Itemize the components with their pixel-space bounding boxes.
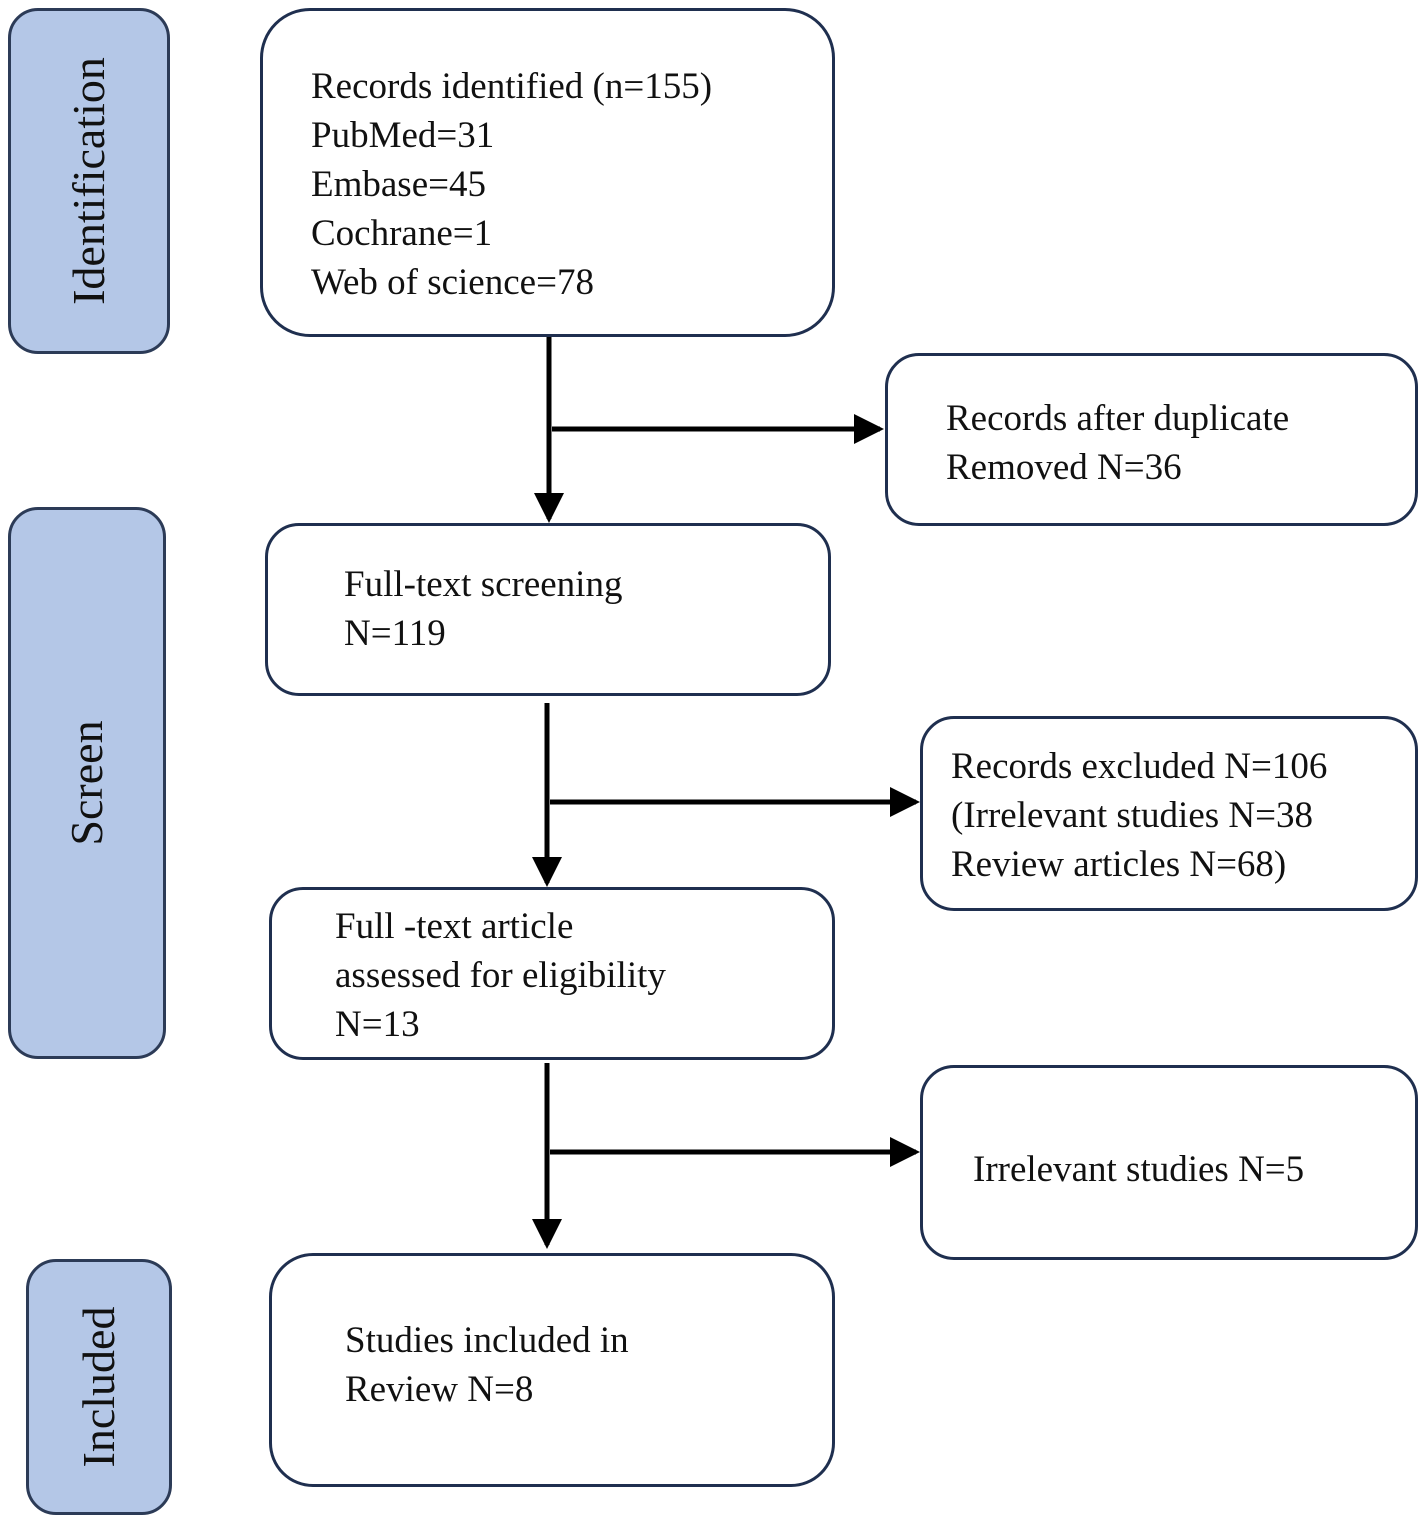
stage-identification: Identification bbox=[8, 8, 170, 354]
eligibility-line-1: Full -text article bbox=[335, 906, 574, 947]
eligibility-line-3: N=13 bbox=[335, 1004, 420, 1045]
screening-line-2: N=119 bbox=[344, 613, 446, 654]
records-identified-box: Records identified (n=155) PubMed=31 Emb… bbox=[260, 8, 835, 337]
duplicates-removed-box: Records after duplicate Removed N=36 bbox=[885, 353, 1418, 526]
embase-count: Embase=45 bbox=[311, 164, 486, 205]
records-excluded-box: Records excluded N=106 (Irrelevant studi… bbox=[920, 716, 1418, 911]
included-line-1: Studies included in bbox=[345, 1320, 629, 1361]
irrelevant-line: Irrelevant studies N=5 bbox=[973, 1149, 1305, 1190]
duplicates-line-2: Removed N=36 bbox=[946, 447, 1182, 488]
eligibility-box: Full -text article assessed for eligibil… bbox=[269, 887, 835, 1060]
pubmed-count: PubMed=31 bbox=[311, 115, 495, 156]
excluded-line-2: (Irrelevant studies N=38 bbox=[951, 795, 1313, 836]
irrelevant-studies-box: Irrelevant studies N=5 bbox=[920, 1065, 1418, 1260]
studies-included-box: Studies included in Review N=8 bbox=[269, 1253, 835, 1487]
stage-included: Included bbox=[26, 1259, 172, 1515]
excluded-line-1: Records excluded N=106 bbox=[951, 746, 1328, 787]
full-text-screening-box: Full-text screening N=119 bbox=[265, 523, 831, 696]
included-line-2: Review N=8 bbox=[345, 1369, 534, 1410]
excluded-line-3: Review articles N=68) bbox=[951, 844, 1287, 885]
eligibility-line-2: assessed for eligibility bbox=[335, 955, 666, 996]
cochrane-count: Cochrane=1 bbox=[311, 213, 493, 254]
duplicates-line-1: Records after duplicate bbox=[946, 398, 1290, 439]
screening-line-1: Full-text screening bbox=[344, 564, 623, 605]
records-identified-line: Records identified (n=155) bbox=[311, 66, 713, 107]
web-of-science-count: Web of science=78 bbox=[311, 262, 594, 303]
stage-screen: Screen bbox=[8, 507, 166, 1059]
